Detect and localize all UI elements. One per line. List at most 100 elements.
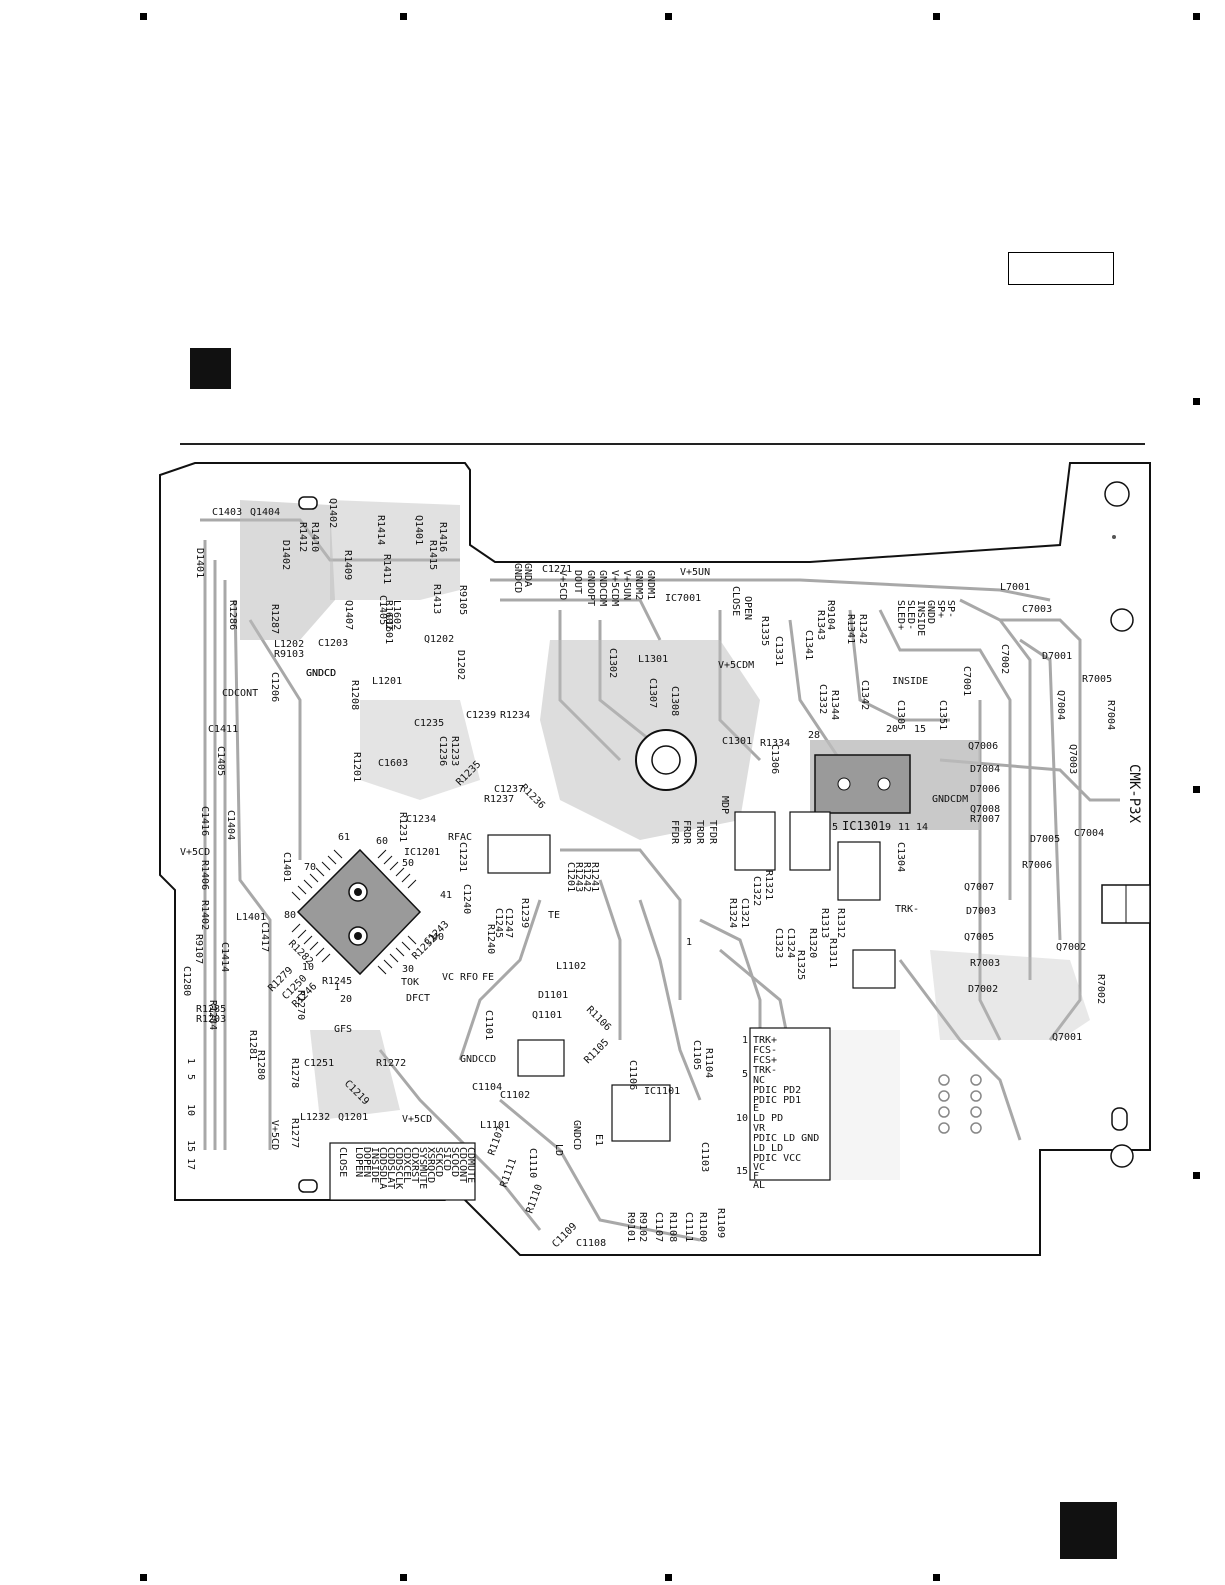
svg-text:TOK: TOK bbox=[401, 977, 419, 988]
svg-text:TFDR: TFDR bbox=[707, 820, 718, 845]
svg-text:R1281: R1281 bbox=[247, 1030, 258, 1060]
svg-text:C1240: C1240 bbox=[461, 884, 472, 914]
svg-text:GNDM2: GNDM2 bbox=[633, 570, 644, 600]
svg-text:R1312: R1312 bbox=[835, 908, 846, 938]
svg-text:R1335: R1335 bbox=[759, 616, 770, 646]
ic1201-label: IC1201 bbox=[404, 847, 440, 858]
svg-text:Q7002: Q7002 bbox=[1056, 942, 1086, 953]
svg-text:R1410: R1410 bbox=[309, 522, 320, 552]
svg-text:R1100: R1100 bbox=[697, 1212, 708, 1242]
svg-text:C1324: C1324 bbox=[785, 928, 796, 958]
svg-text:GFS: GFS bbox=[334, 1024, 352, 1035]
svg-text:L1202: L1202 bbox=[274, 639, 304, 650]
svg-text:C1307: C1307 bbox=[647, 678, 658, 708]
svg-text:R7002: R7002 bbox=[1095, 974, 1106, 1004]
registration-mark-right-1 bbox=[1193, 398, 1200, 405]
registration-mark-bottom-2 bbox=[400, 1574, 407, 1581]
svg-text:GNDCD: GNDCD bbox=[512, 563, 523, 593]
svg-text:TE: TE bbox=[548, 910, 560, 921]
svg-text:R1325: R1325 bbox=[795, 950, 806, 980]
svg-text:R1406: R1406 bbox=[199, 860, 210, 890]
svg-text:R1234: R1234 bbox=[500, 710, 530, 721]
svg-text:D1101: D1101 bbox=[538, 990, 568, 1001]
svg-text:Q1101: Q1101 bbox=[532, 1010, 562, 1021]
svg-text:L1301: L1301 bbox=[638, 654, 668, 665]
connector-right-signals: TRK+ FCS- FCS+ TRK- NC PDIC PD2 PDIC PD1… bbox=[753, 1035, 819, 1191]
svg-text:R1270: R1270 bbox=[295, 990, 306, 1020]
svg-text:V+5CD: V+5CD bbox=[269, 1120, 280, 1150]
svg-text:D7004: D7004 bbox=[970, 764, 1000, 775]
svg-text:C1104: C1104 bbox=[472, 1082, 502, 1093]
svg-text:C1405: C1405 bbox=[215, 746, 226, 776]
svg-text:C7004: C7004 bbox=[1074, 828, 1104, 839]
svg-text:1: 1 bbox=[185, 1058, 196, 1064]
svg-text:F: F bbox=[753, 1171, 759, 1182]
svg-text:C7002: C7002 bbox=[999, 644, 1010, 674]
svg-text:GNDOPT: GNDOPT bbox=[585, 570, 596, 606]
svg-text:C1280: C1280 bbox=[181, 966, 192, 996]
svg-text:R1233: R1233 bbox=[449, 736, 460, 766]
svg-text:C1301: C1301 bbox=[722, 736, 752, 747]
svg-text:R1240: R1240 bbox=[485, 924, 496, 954]
svg-text:SCKCD: SCKCD bbox=[433, 1147, 444, 1177]
svg-text:R1280: R1280 bbox=[255, 1050, 266, 1080]
svg-text:C1110: C1110 bbox=[527, 1148, 538, 1178]
svg-text:Q1201: Q1201 bbox=[338, 1112, 368, 1123]
svg-text:R1412: R1412 bbox=[297, 522, 308, 552]
svg-text:AL: AL bbox=[753, 1180, 765, 1191]
svg-text:L1401: L1401 bbox=[236, 912, 266, 923]
svg-text:R1413: R1413 bbox=[431, 584, 442, 614]
svg-text:C1308: C1308 bbox=[669, 686, 680, 716]
svg-text:C1203: C1203 bbox=[318, 638, 348, 649]
svg-text:V+5UN: V+5UN bbox=[621, 570, 632, 600]
ic1301-pin-numbers: 1 5 9 11 14 15 20 28 bbox=[686, 724, 928, 948]
header-label-box bbox=[1008, 252, 1114, 285]
svg-text:R9103: R9103 bbox=[274, 649, 304, 660]
power-labels: V+5CD V+5UN V+5CDM GNDCD GNDCDM GNDCCD V… bbox=[180, 567, 968, 1125]
svg-text:C1405: C1405 bbox=[377, 595, 388, 625]
svg-text:R1201: R1201 bbox=[351, 752, 362, 782]
spindle-hole bbox=[635, 729, 697, 791]
svg-text:V+5CDM: V+5CDM bbox=[718, 660, 754, 671]
svg-text:C1236: C1236 bbox=[437, 736, 448, 766]
svg-text:R1109: R1109 bbox=[715, 1208, 726, 1238]
ic1101-label: IC1101 bbox=[644, 1086, 680, 1097]
connector-right-box bbox=[749, 1027, 831, 1181]
svg-text:INSIDE: INSIDE bbox=[915, 600, 926, 636]
svg-text:R9107: R9107 bbox=[193, 934, 204, 964]
svg-text:R7007: R7007 bbox=[970, 814, 1000, 825]
svg-text:C1351: C1351 bbox=[937, 700, 948, 730]
svg-text:R1104: R1104 bbox=[703, 1048, 714, 1078]
svg-text:C7003: C7003 bbox=[1022, 604, 1052, 615]
svg-text:5: 5 bbox=[832, 822, 838, 833]
svg-text:LD PD: LD PD bbox=[753, 1113, 783, 1124]
svg-text:C1239: C1239 bbox=[466, 710, 496, 721]
svg-text:GNDCD: GNDCD bbox=[571, 1120, 582, 1150]
svg-text:10: 10 bbox=[736, 1113, 748, 1124]
svg-text:R1108: R1108 bbox=[667, 1212, 678, 1242]
motor-block-signals: GNDCD GNDA V+5CD DOUT GNDOPT GNDCDM V+5C… bbox=[512, 563, 956, 636]
svg-text:OPEN: OPEN bbox=[742, 596, 753, 620]
ic1301-label: IC1301 bbox=[842, 819, 885, 833]
header-rule bbox=[180, 443, 1145, 445]
svg-text:TRK+: TRK+ bbox=[753, 1035, 777, 1046]
svg-text:PDIC LD GND: PDIC LD GND bbox=[753, 1133, 819, 1144]
svg-text:GNDCDM: GNDCDM bbox=[597, 570, 608, 606]
svg-text:GNDCD: GNDCD bbox=[306, 668, 336, 679]
svg-text:C1105: C1105 bbox=[691, 1040, 702, 1070]
svg-text:V+5CDM: V+5CDM bbox=[609, 570, 620, 606]
svg-text:C1237: C1237 bbox=[494, 784, 524, 795]
svg-text:C1414: C1414 bbox=[219, 942, 230, 972]
svg-text:D7003: D7003 bbox=[966, 906, 996, 917]
svg-text:R7004: R7004 bbox=[1105, 700, 1116, 730]
svg-text:R1324: R1324 bbox=[727, 898, 738, 928]
registration-mark-top-5 bbox=[1193, 13, 1200, 20]
svg-text:XSRQCD: XSRQCD bbox=[425, 1147, 436, 1183]
registration-mark-right-2 bbox=[1193, 786, 1200, 793]
svg-text:R1416: R1416 bbox=[437, 522, 448, 552]
svg-text:R1402: R1402 bbox=[199, 900, 210, 930]
svg-text:NC: NC bbox=[753, 1075, 765, 1086]
registration-mark-top-3 bbox=[665, 13, 672, 20]
svg-text:C1251: C1251 bbox=[304, 1058, 334, 1069]
